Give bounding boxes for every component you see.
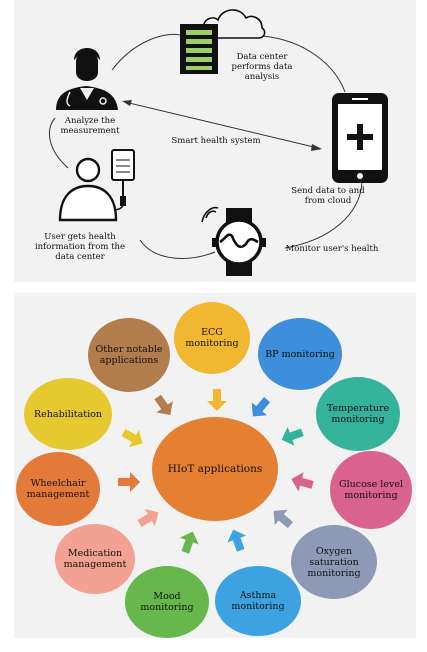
label-data-center: Data center performs data analysis [231,52,293,82]
connector-curve [139,239,216,259]
arrow-marker [227,529,247,552]
arrow-marker [207,389,227,411]
smart-health-cycle-graphics [48,9,388,276]
app-wheelchair-management: Wheelchair management [16,452,100,526]
cloud-server-icon [180,9,266,74]
smartphone-plus-icon [332,93,388,183]
app-mood-monitoring: Mood monitoring [125,566,209,638]
app-oxygen-saturation-monitoring: Oxygen saturation monitoring [291,525,377,599]
doctor-icon [56,48,118,110]
label-send-data: Send data to and from cloud [291,186,365,206]
app-temperature-monitoring: Temperature monitoring [316,377,400,451]
arrow-marker [291,472,314,492]
hiot-center-node: HIoT applications [152,417,278,521]
arrow-marker [273,509,293,529]
app-asthma-monitoring: Asthma monitoring [215,566,301,636]
arrow-marker [154,394,173,416]
app-glucose-monitoring: Glucose level monitoring [330,451,412,529]
smartwatch-icon [201,206,266,276]
connector-curve [261,35,346,93]
arrow-marker [137,508,159,527]
arrow-marker [118,472,140,492]
app-other-notable-applications: Other notable applications [88,318,170,392]
arrow-marker [251,397,271,417]
arrow-marker [121,429,143,448]
label-monitor: Monitor user's health [285,244,379,254]
connector-curve [284,181,363,249]
center-label: HIoT applications [167,462,263,475]
app-bp-monitoring: BP monitoring [258,318,342,390]
label-smart-health: Smart health system [171,136,261,146]
app-medication-management: Medication management [55,524,135,594]
app-rehabilitation: Rehabilitation [24,378,112,450]
bidirectional-arrow [122,100,322,151]
connector-curve [111,33,181,71]
arrow-marker [281,426,304,446]
connector-curve [48,117,69,169]
arrow-marker [179,531,199,554]
label-analyze: Analyze the measurement [60,116,120,136]
label-user-gets: User gets health information from the da… [34,232,126,262]
app-ecg-monitoring: ECG monitoring [174,302,250,374]
patient-iv-icon [58,149,135,222]
